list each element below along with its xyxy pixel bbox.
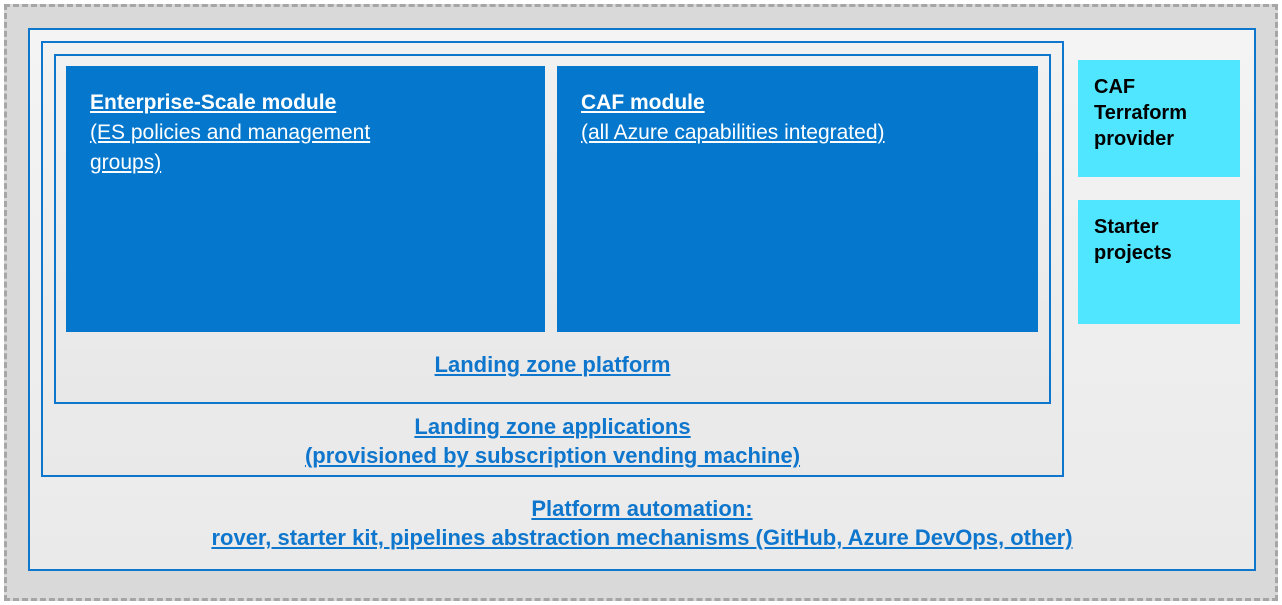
enterprise-scale-module-tile[interactable]: Enterprise-Scale module (ES policies and… [66, 66, 545, 332]
landing-zone-applications-label-group: Landing zone applications (provisioned b… [43, 412, 1062, 470]
caf-terraform-provider-card[interactable]: CAF Terraform provider [1078, 60, 1240, 177]
platform-automation-label-group: Platform automation: rover, starter kit,… [30, 494, 1254, 552]
enterprise-scale-module-title: Enterprise-Scale module [90, 91, 337, 114]
landing-zone-platform-label: Landing zone platform [434, 352, 671, 377]
caf-module-title: CAF module [581, 91, 705, 114]
landing-zone-applications-sublabel: (provisioned by subscription vending mac… [304, 443, 801, 469]
caf-terraform-provider-line1: CAF [1094, 76, 1136, 98]
platform-automation-label: Platform automation: [531, 496, 753, 521]
enterprise-scale-module-subtitle-line1: (ES policies and management [90, 120, 371, 144]
enterprise-scale-module-subtitle-line2: groups) [90, 150, 162, 174]
starter-projects-line2: projects [1094, 242, 1172, 264]
caf-module-tile[interactable]: CAF module (all Azure capabilities integ… [557, 66, 1038, 332]
landing-zone-applications-label: Landing zone applications [414, 414, 691, 439]
caf-module-subtitle-line1: (all Azure capabilities integrated) [581, 120, 885, 144]
platform-automation-sublabel: rover, starter kit, pipelines abstractio… [211, 525, 1073, 551]
starter-projects-line1: Starter [1094, 216, 1159, 238]
starter-projects-card[interactable]: Starter projects [1078, 200, 1240, 324]
caf-terraform-provider-line2: Terraform [1094, 102, 1187, 124]
caf-terraform-provider-line3: provider [1094, 128, 1175, 150]
